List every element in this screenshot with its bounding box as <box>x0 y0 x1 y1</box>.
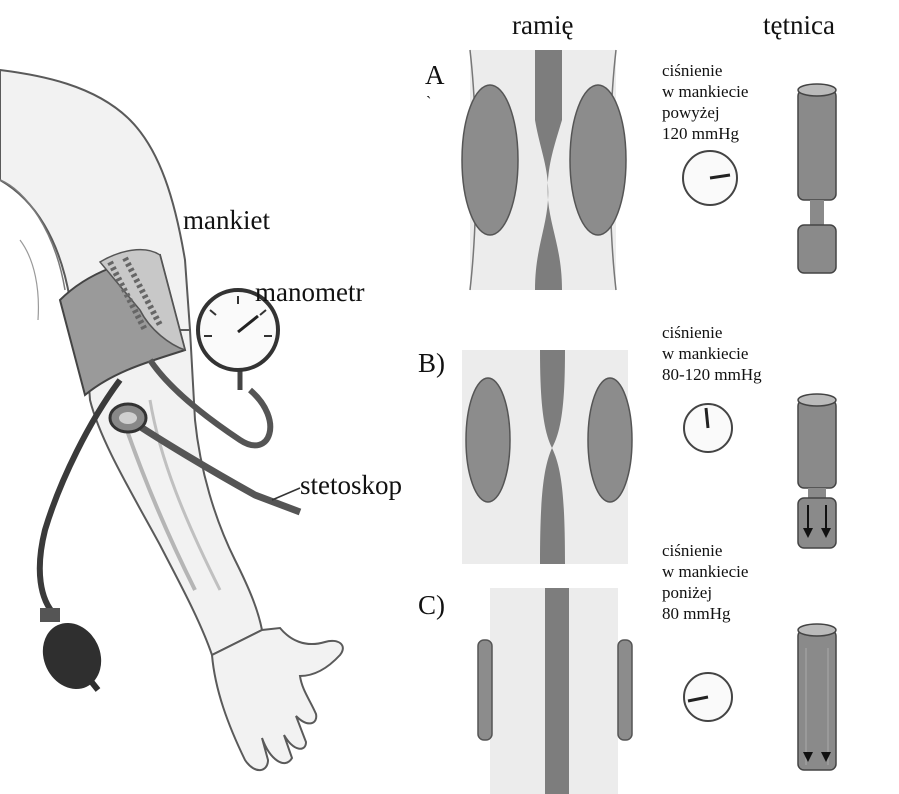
header-arm: ramię <box>512 12 573 39</box>
pressure-line: ciśnienie <box>662 322 762 343</box>
label-stethoscope: stetoskop <box>300 472 402 499</box>
artery-tube-icon <box>798 624 836 770</box>
pressure-line: poniżej <box>662 582 748 603</box>
pressure-line: ciśnienie <box>662 540 748 561</box>
panel-b-arm <box>462 350 632 564</box>
panel-c-pressure: ciśnienie w mankiecie poniżej 80 mmHg <box>662 540 748 624</box>
stethoscope-icon <box>110 404 146 432</box>
gauge-icon <box>683 151 737 205</box>
pressure-line: w mankiecie <box>662 561 748 582</box>
pressure-line: powyżej <box>662 102 748 123</box>
panel-c-letter: C) <box>418 592 445 619</box>
panel-c-arm <box>478 588 632 794</box>
bulb-icon <box>32 608 111 699</box>
pressure-line: ciśnienie <box>662 60 748 81</box>
header-artery: tętnica <box>763 12 835 39</box>
gauge-icon <box>684 673 732 721</box>
pressure-line: w mankiecie <box>662 81 748 102</box>
pressure-line: 80 mmHg <box>662 603 748 624</box>
panel-a-pressure: ciśnienie w mankiecie powyżej 120 mmHg <box>662 60 748 144</box>
pressure-line: 120 mmHg <box>662 123 748 144</box>
artery-tube-icon <box>798 394 836 548</box>
pressure-line: w mankiecie <box>662 343 762 364</box>
artery-tube-icon <box>798 84 836 273</box>
pressure-line: 80-120 mmHg <box>662 364 762 385</box>
label-manometer: manometr <box>255 279 364 306</box>
label-cuff: mankiet <box>183 207 270 234</box>
panel-a-letter-suffix: ` <box>426 95 431 111</box>
panel-a-letter: A <box>425 62 445 89</box>
panel-a-arm <box>462 50 626 290</box>
gauge-icon <box>684 404 732 452</box>
panel-b-letter: B) <box>418 350 445 377</box>
panel-b-pressure: ciśnienie w mankiecie 80-120 mmHg <box>662 322 762 385</box>
